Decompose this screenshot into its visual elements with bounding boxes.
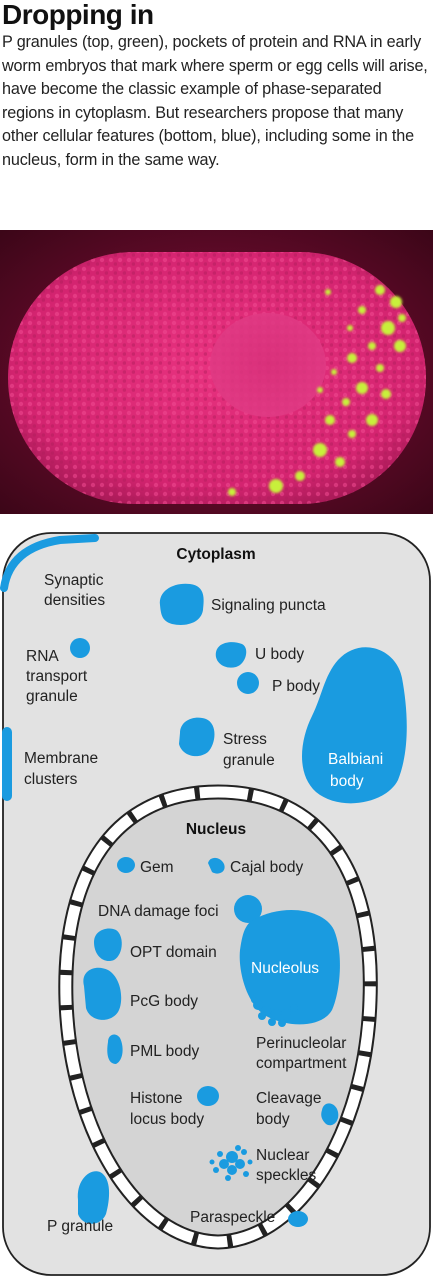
synaptic-densities-shape (0, 534, 99, 592)
label-gem: Gem (140, 859, 174, 876)
label-paraspeckle: Paraspeckle (190, 1209, 275, 1226)
nuclear-speckles-shape (209, 1145, 253, 1181)
cleavage-body-shape (321, 1103, 339, 1126)
figure-title: Dropping in (2, 0, 154, 30)
label-rna: RNA (26, 648, 59, 665)
label-stress: Stress (223, 731, 267, 748)
label-cleavage: Cleavage (256, 1090, 322, 1107)
u-body-shape (215, 642, 247, 668)
label-nuclear: Nuclear (256, 1147, 309, 1164)
label-p-granule: P granule (47, 1218, 113, 1235)
gem-shape (117, 857, 135, 873)
label-membrane: Membrane (24, 750, 98, 767)
membrane-clusters-shape (2, 727, 12, 801)
label-pml-body: PML body (130, 1043, 199, 1060)
p-granules-green (228, 285, 406, 496)
label-locus-body: locus body (130, 1111, 204, 1128)
label-cleavage-body: body (256, 1111, 290, 1128)
balbiani-body-shape (302, 647, 407, 804)
label-balbiani-body: body (330, 773, 364, 790)
pml-body-shape (107, 1034, 123, 1064)
paraspeckle-shape (288, 1211, 308, 1227)
label-transport: transport (26, 668, 88, 685)
label-balbiani: Balbiani (328, 751, 383, 768)
label-cajal-body: Cajal body (230, 859, 303, 876)
label-synaptic: Synaptic (44, 572, 104, 589)
cytoplasm-title: Cytoplasm (176, 546, 255, 563)
stress-granule-shape (179, 717, 215, 757)
dna-damage-foci-shape (234, 895, 262, 923)
label-pcg-body: PcG body (130, 993, 198, 1010)
nuclear-envelope (58, 784, 378, 1250)
label-nucleolus: Nucleolus (251, 960, 319, 977)
phase-separation-diagram: Cytoplasm Synaptic densities Signaling p… (0, 530, 433, 1280)
pcg-body-shape (83, 967, 122, 1020)
signaling-puncta-shape (159, 583, 204, 625)
histone-locus-body-shape (197, 1086, 219, 1106)
cajal-body-shape (208, 857, 225, 874)
p-granule-shape (77, 1171, 110, 1224)
label-granule: granule (26, 688, 78, 705)
label-densities: densities (44, 592, 105, 609)
nucleus-title: Nucleus (186, 821, 246, 838)
figure-caption: P granules (top, green), pockets of prot… (2, 33, 428, 169)
label-perinucleolar: Perinucleolar (256, 1035, 346, 1052)
label-signaling-puncta: Signaling puncta (211, 597, 326, 614)
label-u-body: U body (255, 646, 304, 663)
label-opt-domain: OPT domain (130, 944, 217, 961)
nucleolus-shape (239, 910, 340, 1025)
embryo-micrograph (0, 230, 433, 514)
opt-domain-shape (94, 928, 122, 962)
label-dna-damage-foci: DNA damage foci (98, 903, 219, 920)
perinucleolar-compartment-shape (251, 997, 298, 1027)
label-p-body: P body (272, 678, 320, 695)
label-stress-granule: granule (223, 752, 275, 769)
rna-transport-granule-shape (70, 638, 90, 658)
p-body-shape (237, 672, 259, 694)
label-histone: Histone (130, 1090, 183, 1107)
label-speckles: speckles (256, 1167, 317, 1184)
embryo-nucleus (210, 313, 326, 417)
label-clusters: clusters (24, 771, 78, 788)
label-compartment: compartment (256, 1055, 347, 1072)
